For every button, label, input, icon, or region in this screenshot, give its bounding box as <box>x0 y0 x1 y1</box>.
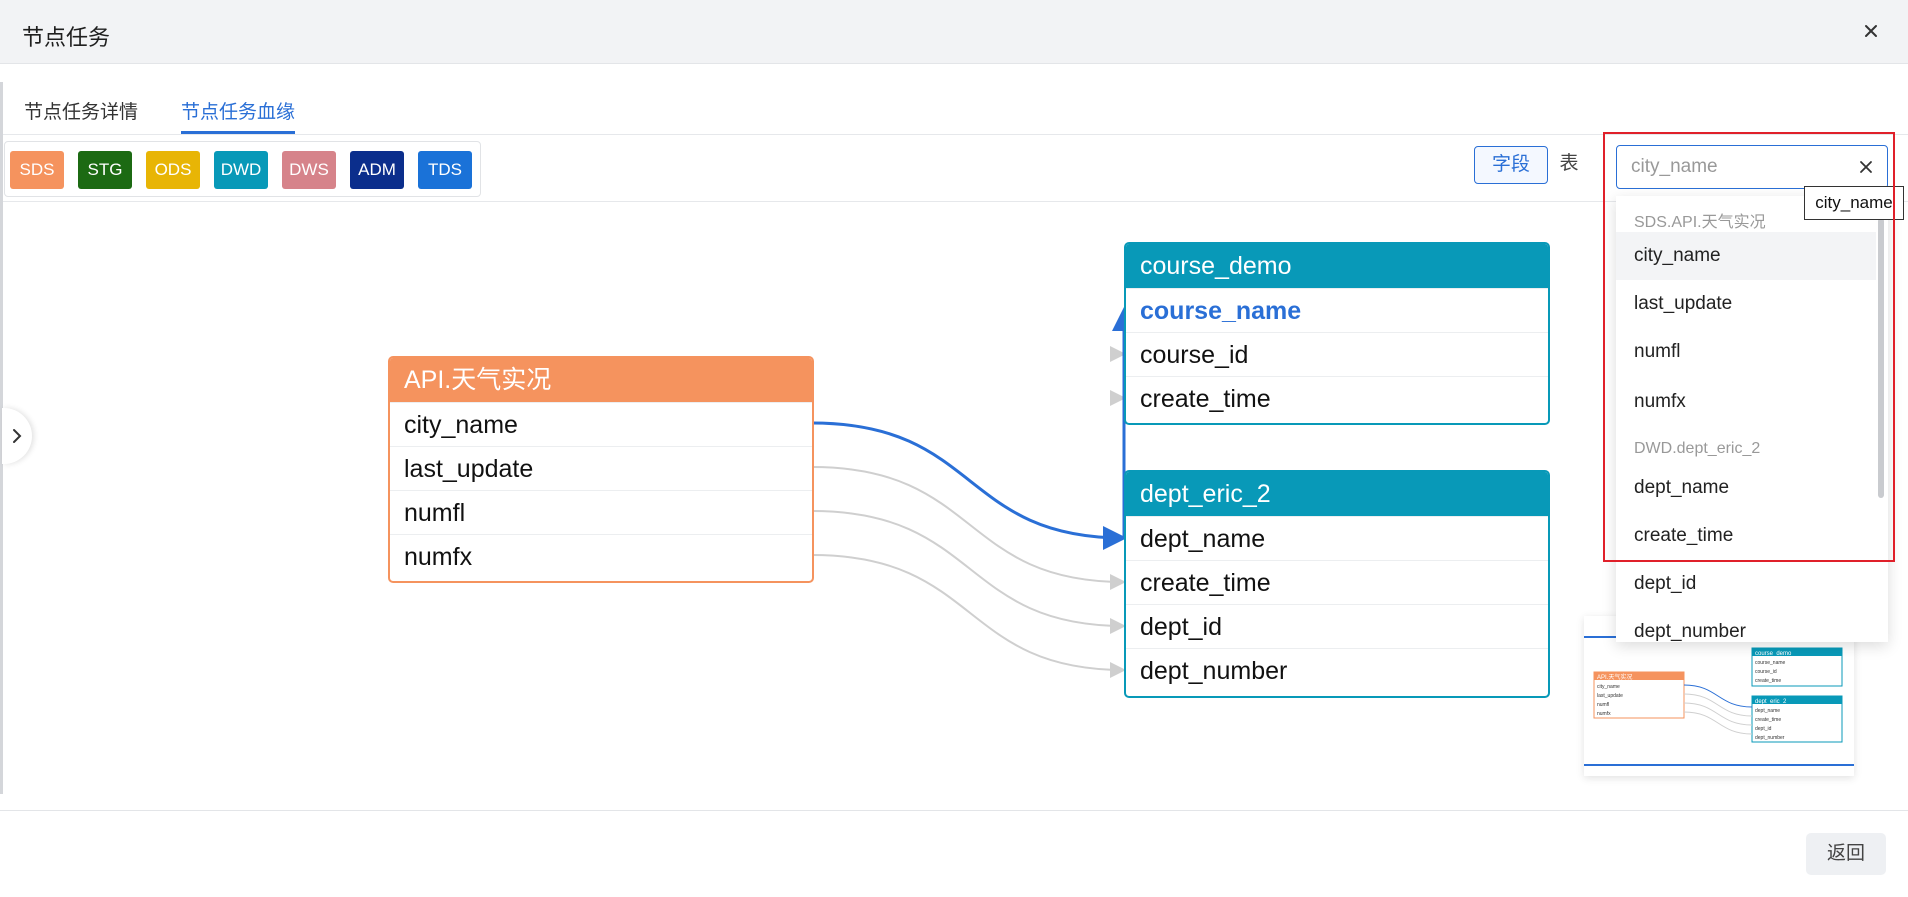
dropdown-option[interactable]: dept_number <box>1634 621 1746 642</box>
field-numfx[interactable]: numfx <box>390 534 812 578</box>
minimap-field: course_name <box>1755 660 1786 666</box>
table-view-button[interactable]: 表 <box>1559 153 1579 174</box>
graph-minimap[interactable]: API.天气实况 city_name last_update numfl num… <box>1584 616 1854 776</box>
modal-title: 节点任务 <box>22 25 111 50</box>
legend-chip-adm[interactable]: ADM <box>350 151 404 189</box>
back-button[interactable]: 返回 <box>1806 833 1886 875</box>
field-last_update[interactable]: last_update <box>390 446 812 490</box>
field-dept_number[interactable]: dept_number <box>1126 648 1548 692</box>
dropdown-option[interactable]: city_name <box>1616 232 1876 280</box>
field-course_id[interactable]: course_id <box>1126 332 1548 376</box>
legend-chip-ods[interactable]: ODS <box>146 151 200 189</box>
footer-divider <box>0 810 1908 811</box>
dropdown-option[interactable]: numfx <box>1634 391 1686 412</box>
minimap-field: create_time <box>1755 678 1781 684</box>
dropdown-option[interactable]: numfl <box>1634 341 1681 362</box>
legend-chip-dws[interactable]: DWS <box>282 151 336 189</box>
minimap-node-title: dept_eric_2 <box>1755 699 1787 705</box>
search-tooltip: city_name <box>1804 186 1904 220</box>
node-api-weather[interactable]: API.天气实况 city_name last_update numfl num… <box>388 356 814 583</box>
minimap-field: last_update <box>1597 693 1623 699</box>
chevron-right-icon <box>13 429 22 443</box>
tab-task-detail[interactable]: 节点任务详情 <box>24 102 139 123</box>
clear-icon[interactable] <box>1857 158 1875 176</box>
legend-chip-dwd[interactable]: DWD <box>214 151 268 189</box>
minimap-field: city_name <box>1597 684 1620 690</box>
field-numfl[interactable]: numfl <box>390 490 812 534</box>
edge-city_name-dept_name <box>811 421 1127 550</box>
node-title: API.天气实况 <box>390 358 812 402</box>
active-tab-indicator <box>181 131 295 134</box>
legend-chip-sds[interactable]: SDS <box>10 151 64 189</box>
node-course-demo[interactable]: course_demo course_name course_id create… <box>1124 242 1550 425</box>
tab-bar: 节点任务详情 节点任务血缘 <box>0 64 1908 135</box>
expand-sidebar-button[interactable] <box>2 408 32 464</box>
field-search-box[interactable] <box>1616 145 1888 189</box>
dropdown-scrollbar[interactable] <box>1878 218 1884 498</box>
field-create_time[interactable]: create_time <box>1126 376 1548 420</box>
field-view-button[interactable]: 字段 <box>1474 146 1548 184</box>
layer-legend: SDS STG ODS DWD DWS ADM TDS <box>4 141 481 197</box>
field-dept_name[interactable]: dept_name <box>1126 516 1548 560</box>
legend-chip-tds[interactable]: TDS <box>418 151 472 189</box>
legend-chip-stg[interactable]: STG <box>78 151 132 189</box>
dropdown-option[interactable]: dept_id <box>1634 573 1697 594</box>
modal-header: 节点任务 <box>0 0 1908 64</box>
toolbar-divider <box>3 201 1908 202</box>
field-search-input[interactable] <box>1631 146 1841 188</box>
dropdown-group-label: DWD.dept_eric_2 <box>1634 440 1761 457</box>
dropdown-option[interactable]: create_time <box>1634 525 1734 546</box>
field-search-dropdown: SDS.API.天气实况 city_name last_update numfl… <box>1616 196 1888 642</box>
dropdown-option[interactable]: last_update <box>1634 293 1733 314</box>
minimap-node-title: course_demo <box>1755 651 1792 657</box>
minimap-field: dept_number <box>1755 735 1785 741</box>
field-city_name[interactable]: city_name <box>390 402 812 446</box>
minimap-canvas: API.天气实况 city_name last_update numfl num… <box>1584 636 1854 766</box>
edge-numfx-dept_number <box>811 554 1126 678</box>
edge-last_update-create_time <box>811 466 1126 590</box>
node-dept-eric-2[interactable]: dept_eric_2 dept_name create_time dept_i… <box>1124 470 1550 698</box>
minimap-field: numfx <box>1597 711 1611 717</box>
view-toggle: 字段 表 <box>1474 146 1590 184</box>
field-create_time[interactable]: create_time <box>1126 560 1548 604</box>
minimap-field: course_id <box>1755 669 1777 675</box>
minimap-field: numfl <box>1597 702 1609 708</box>
node-title: dept_eric_2 <box>1126 472 1548 516</box>
close-icon[interactable] <box>1858 18 1884 44</box>
field-course_name[interactable]: course_name <box>1126 288 1548 332</box>
minimap-node-title: API.天气实况 <box>1597 673 1632 681</box>
minimap-field: create_time <box>1755 717 1781 723</box>
minimap-field: dept_id <box>1755 726 1772 732</box>
minimap-field: dept_name <box>1755 708 1780 714</box>
field-dept_id[interactable]: dept_id <box>1126 604 1548 648</box>
edge-numfl-dept_id <box>811 510 1126 634</box>
dropdown-group-label: SDS.API.天气实况 <box>1634 214 1766 231</box>
panel-left-border <box>0 82 3 794</box>
node-title: course_demo <box>1126 244 1548 288</box>
dropdown-option[interactable]: dept_name <box>1634 477 1730 498</box>
tab-task-lineage[interactable]: 节点任务血缘 <box>181 102 296 123</box>
